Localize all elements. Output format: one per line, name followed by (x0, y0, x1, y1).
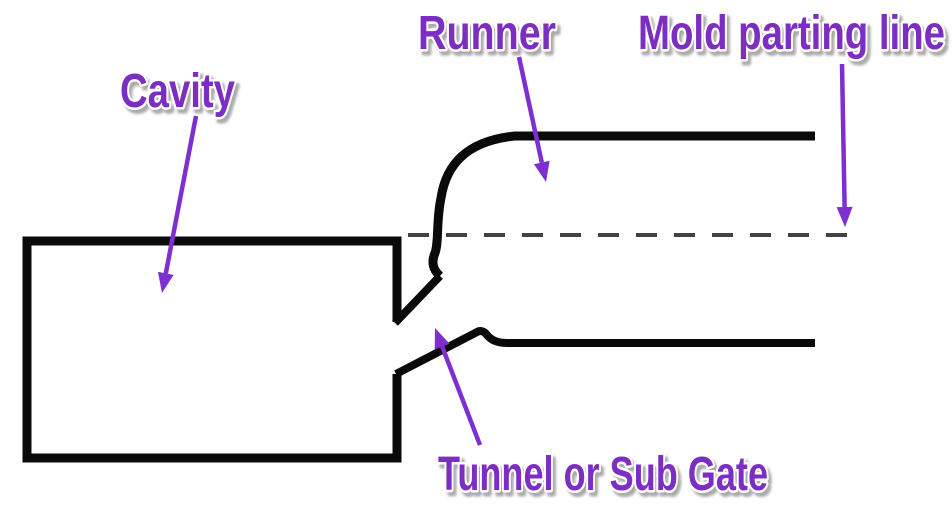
tunnel-gate-arrow (434, 328, 483, 446)
mold-parting-line-label: Mold parting line (638, 7, 945, 60)
tunnel-gate-arrow-head-icon (434, 328, 450, 350)
runner-upper-profile (428, 131, 815, 280)
mold-parting-line-arrow-shaft (839, 63, 847, 208)
cavity-outline (22, 236, 402, 463)
cavity-arrow (157, 115, 199, 293)
cavity-arrow-head-icon (157, 271, 174, 293)
tunnel-gate-arrow-shaft (440, 345, 483, 446)
runner-arrow-shaft (516, 56, 544, 163)
mold-parting-line-arrow (836, 63, 853, 227)
mold-parting-line-arrow-head-icon (836, 206, 853, 227)
tunnel-gate-label: Tunnel or Sub Gate (438, 448, 768, 501)
runner-arrow-head-icon (534, 160, 550, 182)
runner-lower-profile (394, 327, 815, 378)
tunnel-gate-upper-edge (392, 273, 443, 326)
runner-label: Runner (418, 7, 556, 60)
runner-arrow (516, 56, 550, 182)
cavity-label: Cavity (120, 65, 235, 118)
cavity-arrow-shaft (163, 115, 199, 274)
